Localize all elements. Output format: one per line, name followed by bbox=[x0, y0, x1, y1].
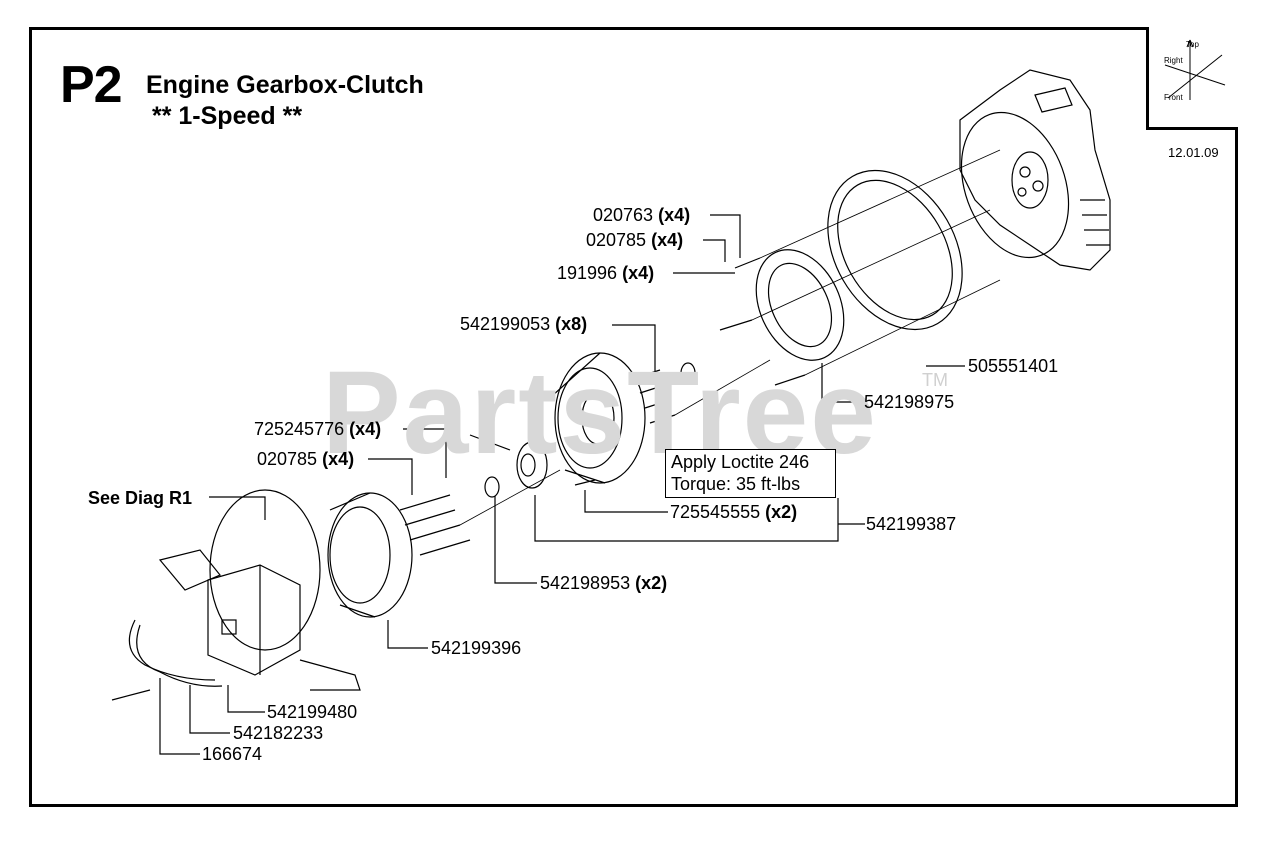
callout-542199396[interactable]: 542199396 bbox=[431, 638, 521, 659]
part-number: 542199396 bbox=[431, 638, 522, 658]
gearbox-housing bbox=[158, 489, 361, 691]
part-qty: (x4) bbox=[651, 230, 684, 250]
flywheel-housing-gasket bbox=[827, 169, 963, 331]
callout-725545555[interactable]: 725545555 (x2) bbox=[670, 502, 797, 523]
part-qty: (x4) bbox=[349, 419, 382, 439]
page-date: 12.01.09 bbox=[1168, 145, 1219, 160]
engine-block-drawing bbox=[959, 69, 1111, 271]
part-number: 542198975 bbox=[864, 392, 955, 412]
part-number: 191996 bbox=[557, 263, 618, 283]
loctite-note: Apply Loctite 246 Torque: 35 ft-lbs bbox=[665, 449, 836, 498]
clutch-plate bbox=[327, 492, 413, 618]
note-line-1: Apply Loctite 246 bbox=[671, 452, 810, 472]
part-number: 542182233 bbox=[233, 723, 324, 743]
callout-542199387[interactable]: 542199387 bbox=[866, 514, 956, 535]
part-qty: (x2) bbox=[635, 573, 668, 593]
part-number: 166674 bbox=[202, 744, 263, 764]
part-number: 542199053 bbox=[460, 314, 551, 334]
part-qty: (x2) bbox=[765, 502, 798, 522]
callout-725245776[interactable]: 725245776 (x4) bbox=[254, 419, 381, 440]
callout-020785-lower[interactable]: 020785 (x4) bbox=[257, 449, 354, 470]
callout-542199053[interactable]: 542199053 (x8) bbox=[460, 314, 587, 335]
orientation-compass-overlay: Top Right Front bbox=[1164, 39, 1226, 102]
callout-020763[interactable]: 020763 (x4) bbox=[593, 205, 690, 226]
part-qty: (x4) bbox=[658, 205, 691, 225]
part-number: 542198953 bbox=[540, 573, 631, 593]
page-subtitle: ** 1-Speed ** bbox=[152, 102, 303, 130]
part-qty: (x8) bbox=[555, 314, 588, 334]
compass-front-label: Front bbox=[1164, 93, 1183, 102]
callout-166674[interactable]: 166674 bbox=[202, 744, 262, 765]
leader-lines bbox=[159, 214, 965, 755]
alignment-lines bbox=[459, 149, 1001, 526]
part-number: 725545555 bbox=[670, 502, 761, 522]
callout-191996[interactable]: 191996 (x4) bbox=[557, 263, 654, 284]
callout-542199480[interactable]: 542199480 bbox=[267, 702, 357, 723]
part-number: 020785 bbox=[586, 230, 647, 250]
part-number: 020785 bbox=[257, 449, 318, 469]
callout-542198975[interactable]: 542198975 bbox=[864, 392, 954, 413]
callout-542198953[interactable]: 542198953 (x2) bbox=[540, 573, 667, 594]
part-number: 725245776 bbox=[254, 419, 345, 439]
part-qty: (x4) bbox=[322, 449, 355, 469]
adapter-plate bbox=[755, 249, 845, 361]
page-code: P2 bbox=[60, 56, 123, 114]
callout-020785-upper[interactable]: 020785 (x4) bbox=[586, 230, 683, 251]
note-line-2: Torque: 35 ft-lbs bbox=[671, 474, 801, 494]
watermark-trademark: TM bbox=[922, 370, 948, 390]
part-number: 505551401 bbox=[968, 356, 1059, 376]
callout-505551401[interactable]: 505551401 bbox=[968, 356, 1058, 377]
part-number: 542199480 bbox=[267, 702, 358, 722]
bolt-set bbox=[399, 257, 806, 556]
see-diagram-link[interactable]: See Diag R1 bbox=[88, 488, 193, 508]
clutch-hub bbox=[516, 441, 548, 489]
part-qty: (x4) bbox=[622, 263, 655, 283]
part-number: 020763 bbox=[593, 205, 654, 225]
clutch-drum bbox=[551, 352, 646, 484]
part-number: 542199387 bbox=[866, 514, 957, 534]
diagram-frame bbox=[29, 27, 1238, 807]
page-title: Engine Gearbox-Clutch bbox=[146, 71, 424, 99]
callout-542182233[interactable]: 542182233 bbox=[233, 723, 323, 744]
compass-right-label: Right bbox=[1164, 56, 1183, 65]
compass-top-label: Top bbox=[1186, 40, 1199, 49]
wiring-harness bbox=[111, 619, 223, 701]
